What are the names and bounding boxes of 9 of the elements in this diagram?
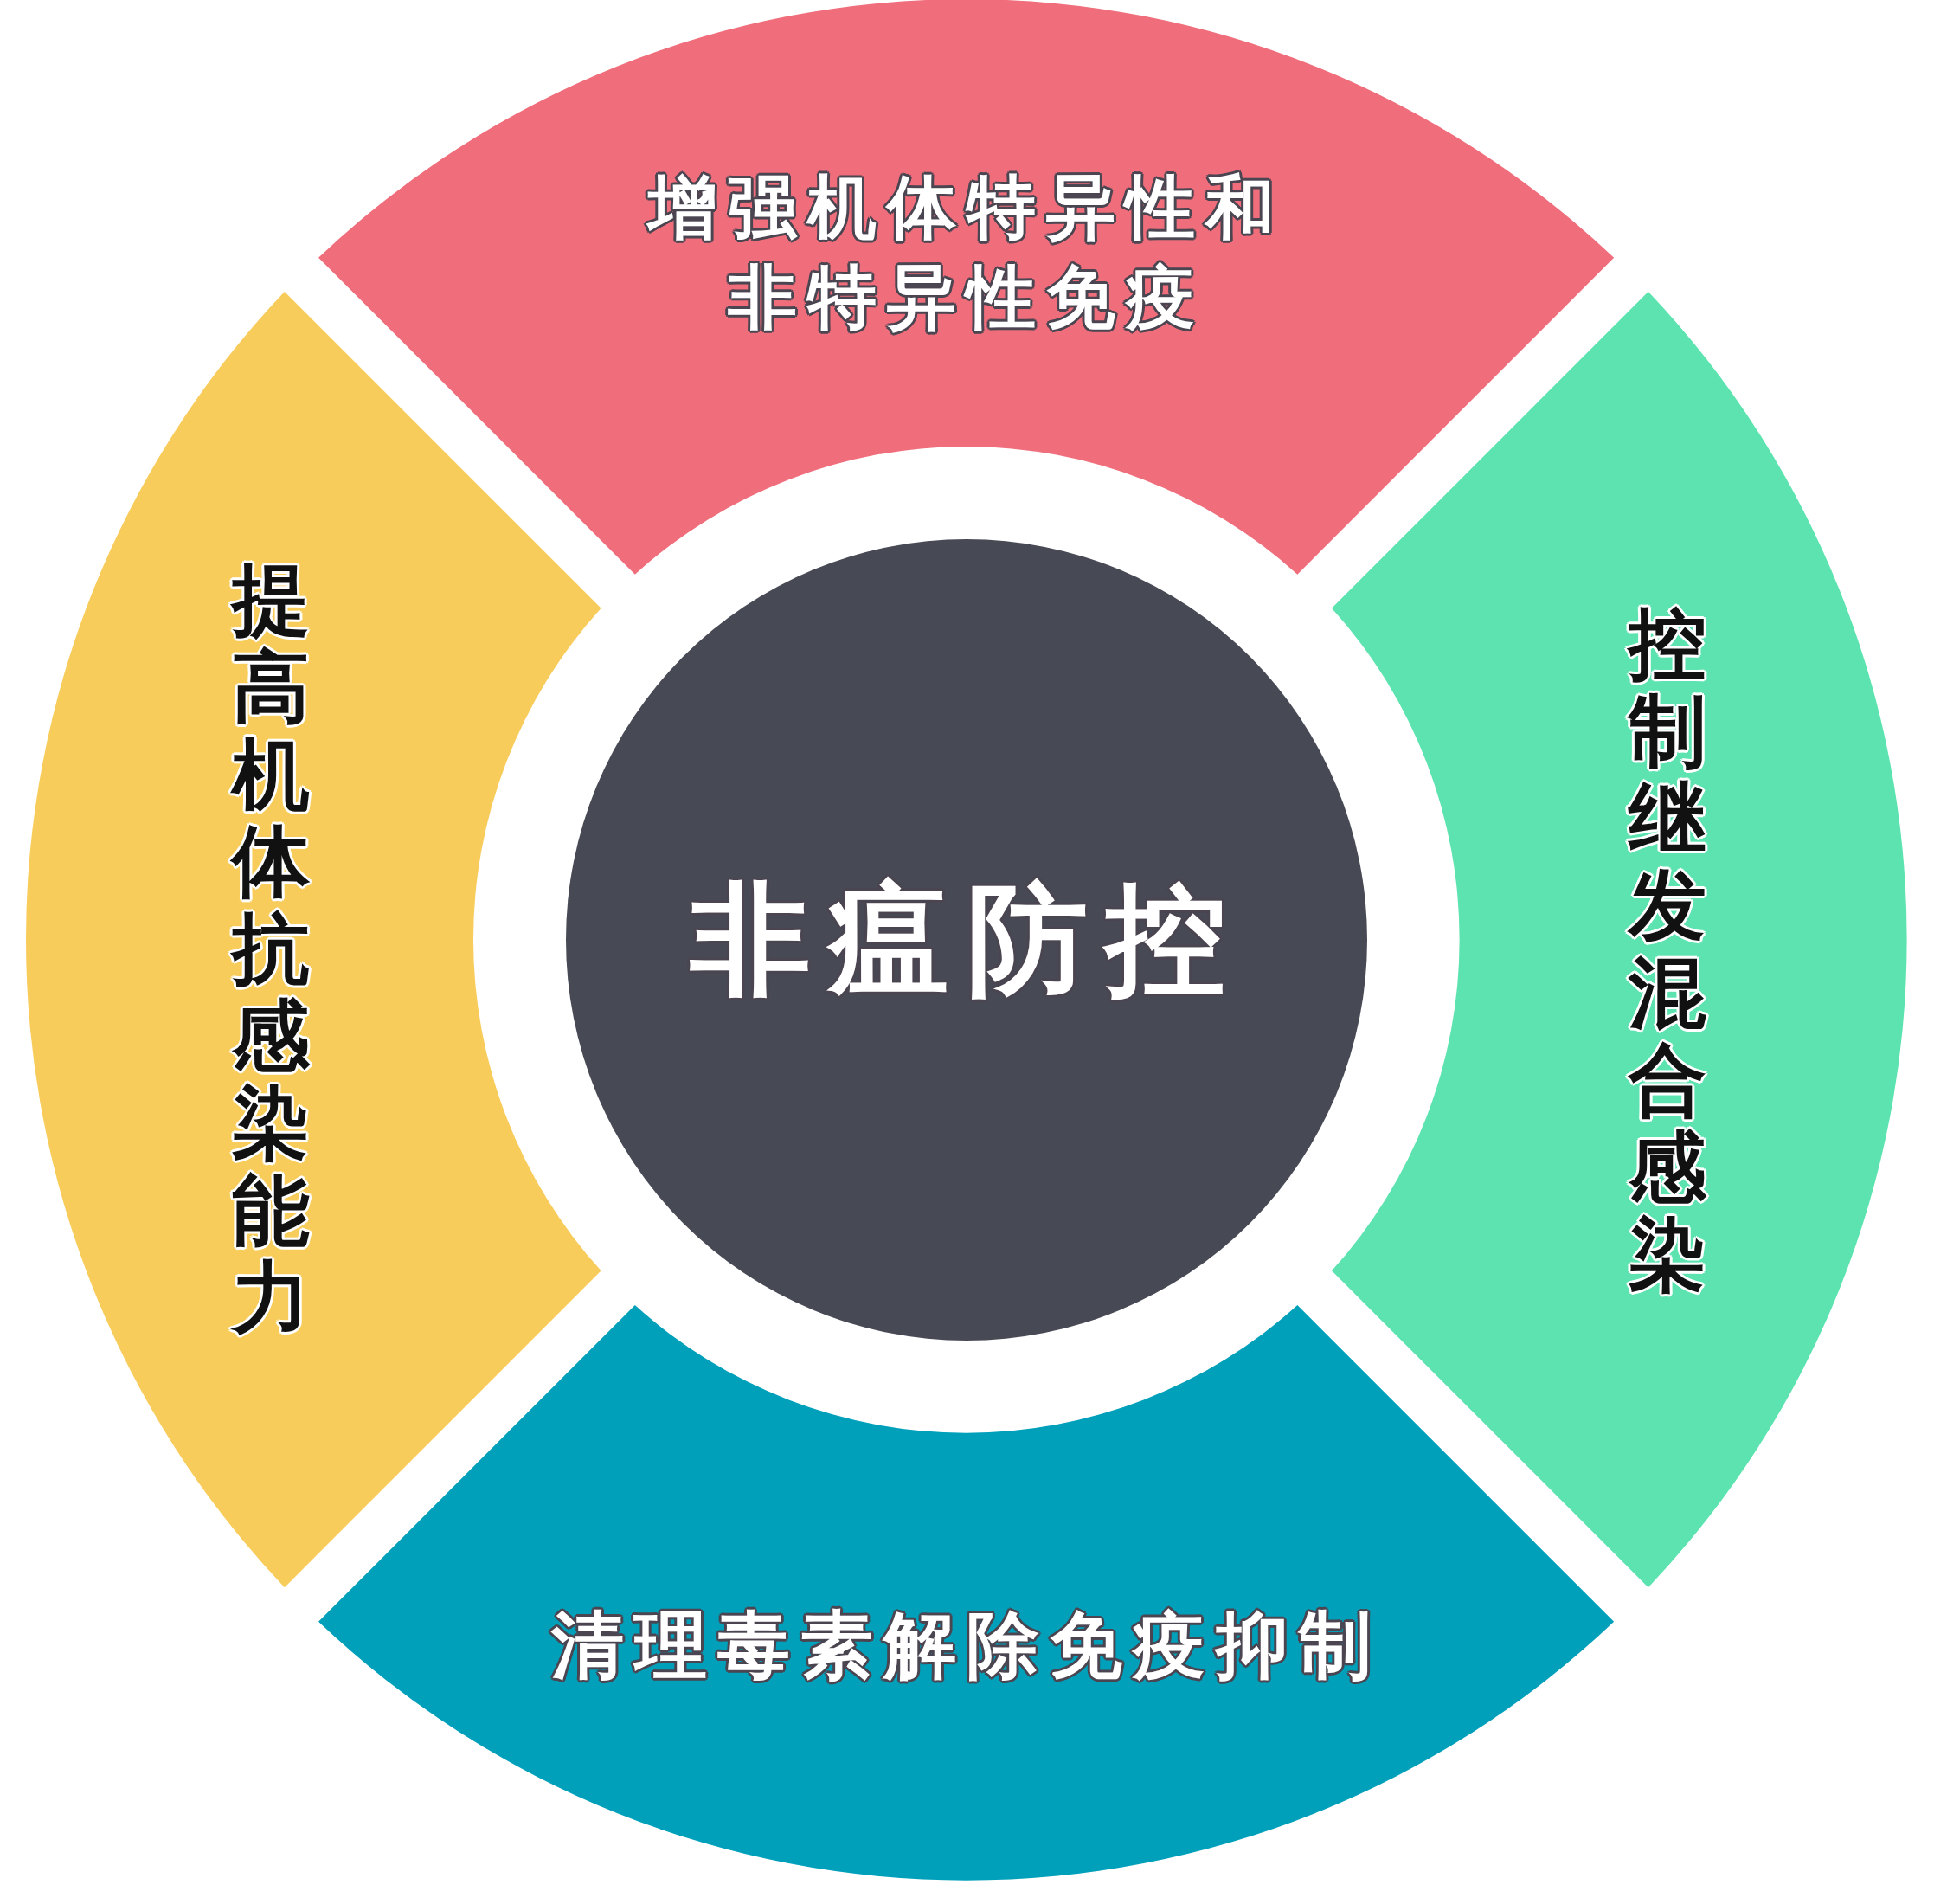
segment-label: 提高机体抗感染能力: [228, 556, 314, 1342]
ring-segment: [26, 292, 601, 1588]
ring-segment: [318, 1305, 1615, 1881]
ring-segment: [318, 0, 1615, 575]
center-title: 非瘟防控: [690, 868, 1243, 1012]
segment-label: 增强机体特异性和非特异性免疫: [629, 163, 1304, 343]
ring-segment: [1332, 292, 1907, 1588]
segment-label: 清理毒素解除免疫抑制: [549, 1602, 1383, 1690]
segment-label: 控制继发混合感染: [1626, 600, 1707, 1299]
